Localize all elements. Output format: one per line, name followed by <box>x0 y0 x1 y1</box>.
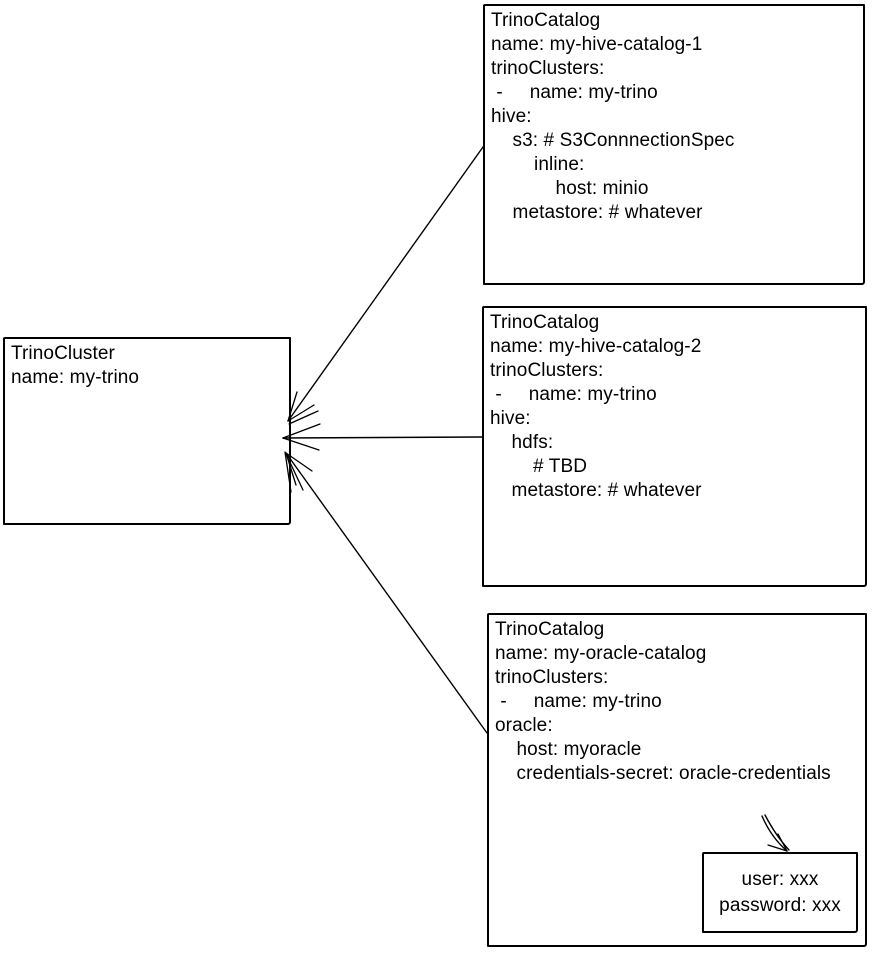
credentials-secret-node: user: xxx password: xxx <box>702 852 858 933</box>
trino-catalog-2-text: TrinoCatalog name: my-hive-catalog-2 tri… <box>490 312 702 501</box>
trino-catalog-3-text: TrinoCatalog name: my-oracle-catalog tri… <box>495 619 831 784</box>
arrow-catalog1-to-cluster <box>287 146 484 425</box>
trino-catalog-1-node: TrinoCatalog name: my-hive-catalog-1 tri… <box>483 4 865 285</box>
trino-cluster-text: TrinoCluster name: my-trino <box>11 343 140 388</box>
trino-cluster-node: TrinoCluster name: my-trino <box>3 337 291 525</box>
arrow-catalog3-to-cluster <box>284 451 488 734</box>
trino-catalog-3-node: TrinoCatalog name: my-oracle-catalog tri… <box>487 613 867 947</box>
trino-catalog-2-node: TrinoCatalog name: my-hive-catalog-2 tri… <box>482 306 867 587</box>
arrow-catalog2-to-cluster <box>282 423 483 451</box>
trino-catalog-1-text: TrinoCatalog name: my-hive-catalog-1 tri… <box>491 10 735 223</box>
credentials-secret-text: user: xxx password: xxx <box>719 868 841 916</box>
